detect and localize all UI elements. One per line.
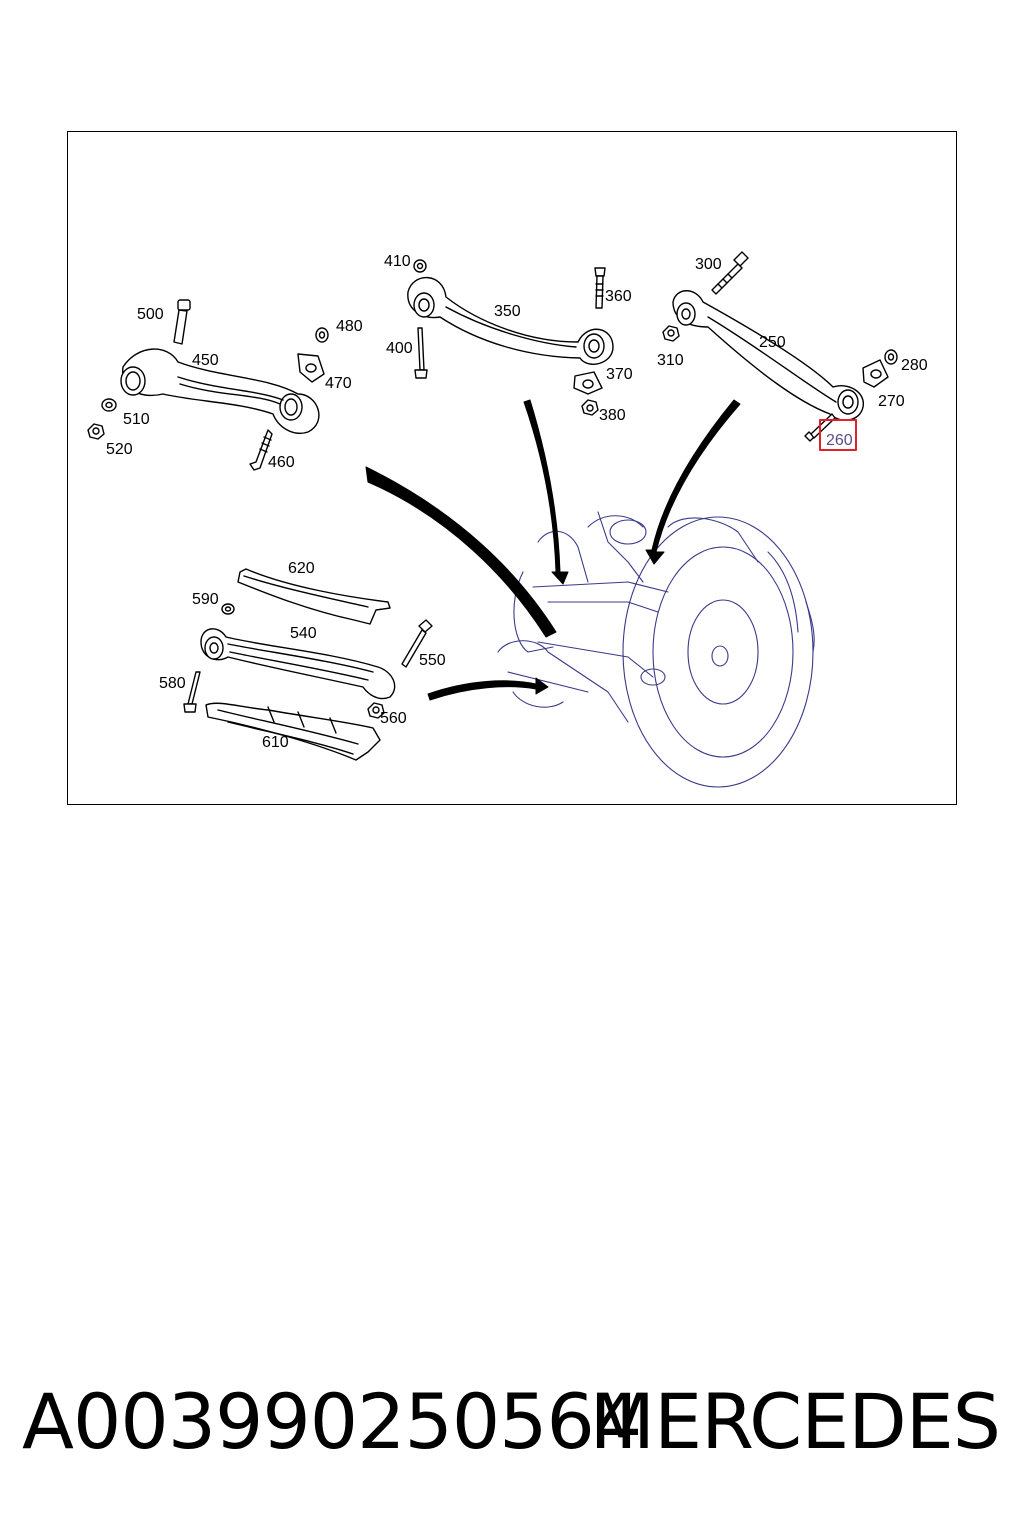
- callout-550: 550: [419, 652, 446, 669]
- nut-380: [581, 399, 599, 416]
- callout-360: 360: [605, 288, 632, 305]
- bolt-500: [173, 299, 191, 345]
- callout-480: 480: [336, 318, 363, 335]
- bolt-460: [249, 429, 273, 471]
- callout-280: 280: [901, 357, 928, 374]
- callout-620: 620: [288, 560, 315, 577]
- callout-460: 460: [268, 454, 295, 471]
- control-arm-450: [120, 348, 320, 434]
- part-number-text: A003990250564: [22, 1377, 642, 1466]
- callout-610: 610: [262, 734, 289, 751]
- callout-260-highlight-box: [819, 419, 857, 451]
- washer-410: [413, 259, 427, 273]
- nut-560: [367, 702, 385, 719]
- callout-580: 580: [159, 675, 186, 692]
- callout-450: 450: [192, 352, 219, 369]
- washer-590: [221, 603, 235, 615]
- callout-310: 310: [657, 352, 684, 369]
- washer-510: [101, 398, 117, 412]
- bolt-400: [414, 327, 428, 379]
- cam-washer-370: [573, 371, 603, 395]
- cam-washer-470: [297, 353, 325, 383]
- callout-590: 590: [192, 591, 219, 608]
- bolt-360: [594, 267, 606, 309]
- callout-540: 540: [290, 625, 317, 642]
- callout-520: 520: [106, 441, 133, 458]
- footer-caption: A003990250564 MERCEDES: [0, 1372, 1024, 1472]
- callout-300: 300: [695, 256, 722, 273]
- callout-370: 370: [606, 366, 633, 383]
- washer-480: [315, 327, 329, 343]
- control-arm-250: [672, 290, 864, 421]
- wheel-hub-drawing: [497, 511, 815, 788]
- protective-plate-620: [237, 568, 391, 625]
- callout-560: 560: [380, 710, 407, 727]
- callout-380: 380: [599, 407, 626, 424]
- nut-310: [662, 325, 680, 342]
- callout-250: 250: [759, 334, 786, 351]
- washer-280: [884, 349, 898, 365]
- bolt-580: [183, 671, 201, 713]
- callout-270: 270: [878, 393, 905, 410]
- callout-510: 510: [123, 411, 150, 428]
- parts-diagram-frame: 500 450 480 470 510 520 460 410 350 400 …: [67, 131, 957, 805]
- bolt-300: [711, 251, 749, 295]
- callout-350: 350: [494, 303, 521, 320]
- control-arm-540: [200, 628, 396, 700]
- callout-470: 470: [325, 375, 352, 392]
- callout-500: 500: [137, 306, 164, 323]
- protective-plate-610: [205, 702, 381, 761]
- cam-washer-270: [862, 359, 889, 388]
- brand-text: MERCEDES: [589, 1377, 1001, 1466]
- nut-520: [87, 423, 105, 440]
- callout-260: 260: [826, 432, 853, 449]
- callout-410: 410: [384, 253, 411, 270]
- callout-labels: 500 450 480 470 510 520 460 410 350 400 …: [106, 253, 928, 751]
- pointer-arrows: [365, 399, 741, 701]
- control-arm-350: [407, 276, 614, 365]
- suspension-exploded-diagram: 500 450 480 470 510 520 460 410 350 400 …: [87, 251, 928, 788]
- callout-400: 400: [386, 340, 413, 357]
- bolt-550: [401, 619, 433, 668]
